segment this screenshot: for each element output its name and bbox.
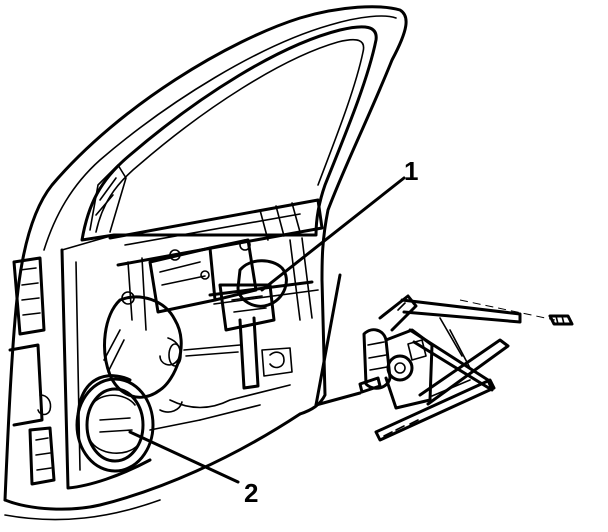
inner-door-panel	[103, 198, 324, 431]
door-frame	[3, 5, 408, 502]
speaker-opening	[75, 374, 155, 473]
section-divider-base	[314, 391, 362, 407]
fastener-bolt-icon	[548, 314, 574, 326]
callout-2: 2	[128, 430, 258, 508]
window-regulator-assembly	[358, 294, 574, 442]
callout-1-label: 1	[404, 156, 418, 186]
callout-1: 1	[260, 156, 418, 292]
callout-2-label: 2	[244, 478, 258, 508]
section-divider	[314, 273, 342, 407]
